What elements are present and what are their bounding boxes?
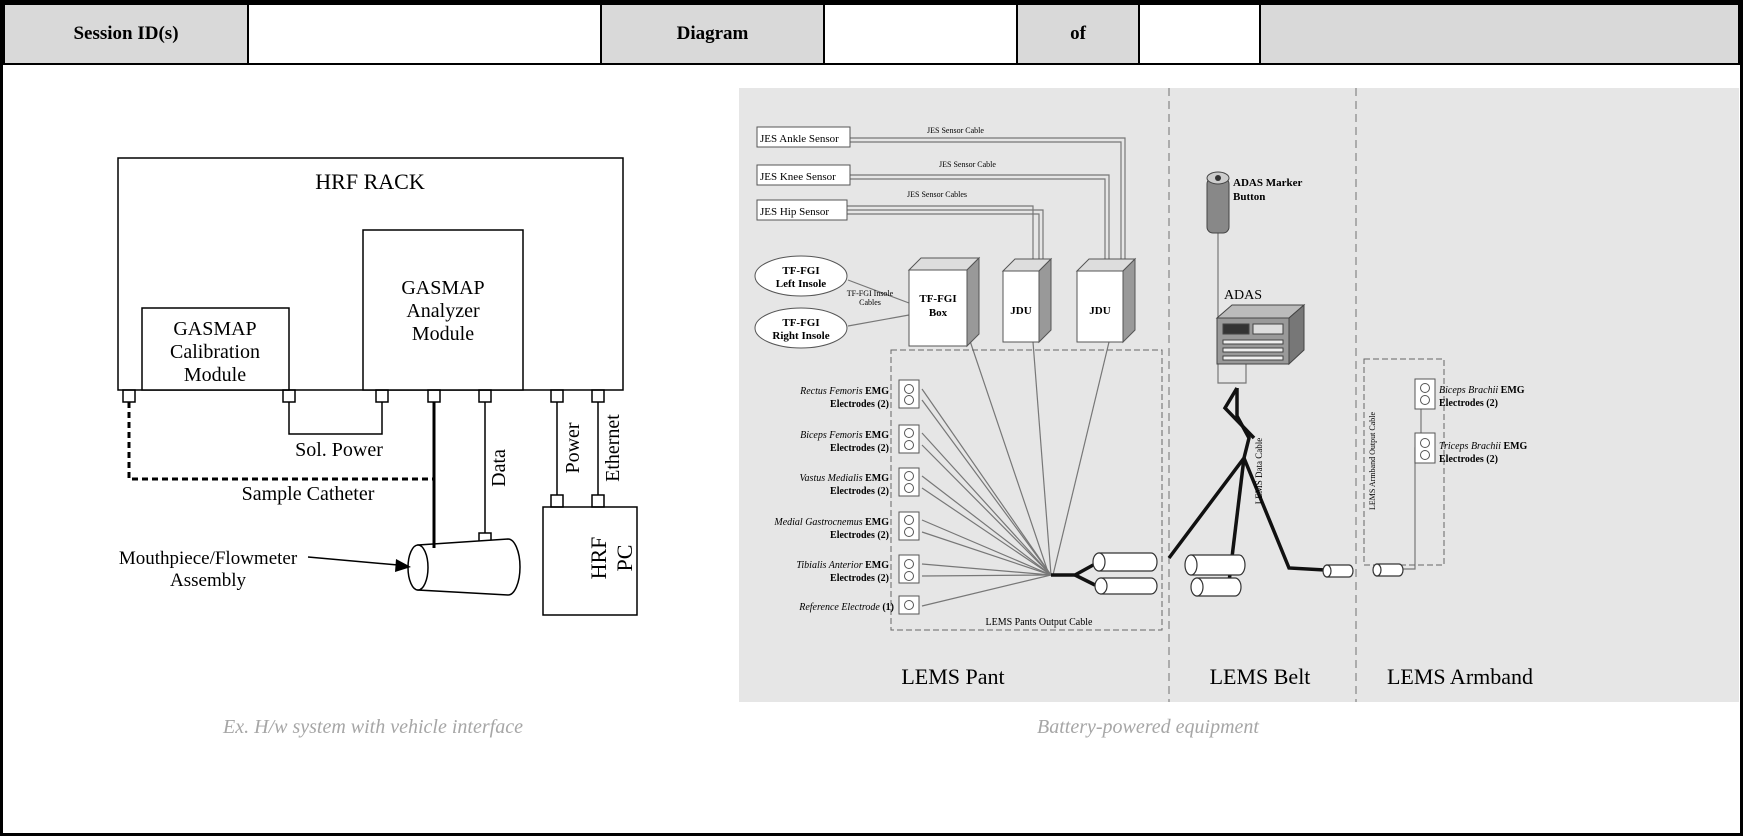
tf-fgi-box-label-2: Box <box>929 307 948 319</box>
emg-pant-suffix-5: EMG <box>865 560 889 571</box>
jes-cable-label-2: JES Sensor Cable <box>939 160 996 169</box>
hrf-pc-box <box>542 506 638 616</box>
of-label: of <box>1016 3 1140 65</box>
emg-pant-muscle-1: Rectus Femoris <box>799 386 863 397</box>
mouthpiece-label-2: Assembly <box>170 570 247 591</box>
section-title-armband: LEMS Armband <box>1387 664 1533 689</box>
svg-text:Rectus Femoris EMG: Rectus Femoris EMG <box>799 386 889 397</box>
insole-cables-label-2: Cables <box>859 298 881 307</box>
emg-pant-suffix-3: EMG <box>865 473 889 484</box>
pants-output-cable-label: LEMS Pants Output Cable <box>986 617 1094 628</box>
header-extra-cell <box>1259 3 1740 65</box>
left-insole-label-2: Left Insole <box>776 278 827 290</box>
insole-cables-label-1: TF-FGI Insole <box>847 289 894 298</box>
sol-power-label: Sol. Power <box>295 439 383 461</box>
emg-arm-line2-1: Electrodes (2) <box>1439 398 1498 409</box>
section-title-pant: LEMS Pant <box>901 664 1004 689</box>
mouthpiece-label-1: Mouthpiece/Flowmeter <box>119 548 298 569</box>
calibration-module-box <box>141 307 290 391</box>
emg-pant-muscle-5: Tibialis Anterior <box>796 560 862 571</box>
analyzer-module-box <box>362 229 524 391</box>
jes-cable-label-3: JES Sensor Cables <box>907 190 967 199</box>
ethernet-cable-label: Ethernet <box>602 414 624 482</box>
calibration-line-2: Calibration <box>170 341 260 363</box>
jes-knee-sensor-label: JES Knee Sensor <box>760 171 836 183</box>
header-table: Session ID(s) Diagram of <box>3 3 1740 65</box>
hrf-rack-label: HRF RACK <box>315 169 425 194</box>
jdu-box-1 <box>1002 270 1040 343</box>
emg-pant-line2-1: Electrodes (2) <box>830 399 889 410</box>
analyzer-line-2: Analyzer <box>406 300 480 322</box>
jdu-label-1: JDU <box>1010 305 1031 317</box>
session-id-field[interactable] <box>247 3 602 65</box>
emg-pant-suffix-1: EMG <box>865 386 889 397</box>
svg-text:Triceps Brachii EMG: Triceps Brachii EMG <box>1439 441 1528 452</box>
left-insole-label-1: TF-FGI <box>782 265 819 277</box>
calibration-line-1: GASMAP <box>173 318 256 340</box>
diagram-number-field[interactable] <box>823 3 1018 65</box>
emg-pant-suffix-2: EMG <box>865 430 889 441</box>
hrf-rack-diagram: HRF RACK GASMAP Analyzer Module GASMAP C… <box>117 157 638 616</box>
jdu-label-2: JDU <box>1089 305 1110 317</box>
analyzer-line-1: GASMAP <box>401 277 484 299</box>
emg-arm-suffix-1: EMG <box>1501 385 1525 396</box>
right-caption: Battery-powered equipment <box>1037 716 1259 738</box>
section-title-belt: LEMS Belt <box>1210 664 1311 689</box>
tf-fgi-box <box>908 269 968 347</box>
svg-text:Biceps Brachii EMG: Biceps Brachii EMG <box>1439 385 1525 396</box>
emg-pant-line2-2: Electrodes (2) <box>830 443 889 454</box>
emg-arm-line2-2: Electrodes (2) <box>1439 454 1498 465</box>
adas-marker-label-2: Button <box>1233 191 1265 203</box>
emg-arm-suffix-2: EMG <box>1503 441 1527 452</box>
diagram-total-field[interactable] <box>1138 3 1261 65</box>
hrf-pc-label-2: PC <box>612 545 637 572</box>
hrf-pc-label-1: HRF <box>586 537 611 580</box>
sample-catheter-label: Sample Catheter <box>242 483 375 505</box>
emg-pant-muscle-3: Vastus Medialis <box>800 473 863 484</box>
emg-arm-muscle-2: Triceps Brachii <box>1439 441 1501 452</box>
emg-pant-line2-5: Electrodes (2) <box>830 573 889 584</box>
adas-marker-label-1: ADAS Marker <box>1233 177 1302 189</box>
left-insole <box>754 255 848 297</box>
tf-fgi-box-label-1: TF-FGI <box>919 293 956 305</box>
diagram-label: Diagram <box>600 3 825 65</box>
analyzer-line-3: Module <box>412 323 474 345</box>
svg-text:Tibialis Anterior EMG: Tibialis Anterior EMG <box>796 560 889 571</box>
right-insole-label-1: TF-FGI <box>782 317 819 329</box>
emg-pant-muscle-4: Medial Gastrocnemus <box>773 517 862 528</box>
emg-pant-line2-3: Electrodes (2) <box>830 486 889 497</box>
svg-text:Medial Gastrocnemus EMG: Medial Gastrocnemus EMG <box>773 517 889 528</box>
emg-arm-muscle-1: Biceps Brachii <box>1439 385 1498 396</box>
data-cable-label: Data <box>488 449 510 487</box>
lems-diagram: JES Ankle Sensor JES Knee Sensor JES Hip… <box>739 88 1739 702</box>
emg-pant-line2-4: Electrodes (2) <box>830 530 889 541</box>
lems-data-cable-label: LEMS Data Cable <box>1254 438 1264 505</box>
right-insole <box>754 307 848 349</box>
reference-electrode-count: (1) <box>882 602 894 613</box>
jes-cable-label-1: JES Sensor Cable <box>927 126 984 135</box>
reference-electrode-label: Reference Electrode <box>798 602 880 613</box>
jes-knee-sensor-box <box>756 164 851 186</box>
adas-marker-button <box>1206 177 1230 234</box>
armband-output-cable-label: LEMS Armband Output Cable <box>1368 412 1377 510</box>
power-cable-label: Power <box>562 422 584 473</box>
svg-text:Biceps Femoris EMG: Biceps Femoris EMG <box>800 430 889 441</box>
jes-ankle-sensor-box <box>756 126 851 148</box>
emg-pant-muscle-2: Biceps Femoris <box>800 430 863 441</box>
jes-hip-sensor-label: JES Hip Sensor <box>760 206 829 218</box>
jes-hip-sensor-box <box>756 199 848 221</box>
svg-text:Reference Electrode (1): Reference Electrode (1) <box>798 602 894 613</box>
calibration-line-3: Module <box>184 364 246 386</box>
session-id-label: Session ID(s) <box>3 3 249 65</box>
jdu-box-2 <box>1076 270 1124 343</box>
jes-ankle-sensor-label: JES Ankle Sensor <box>760 133 839 145</box>
left-caption: Ex. H/w system with vehicle interface <box>223 716 523 738</box>
right-insole-label-2: Right Insole <box>772 330 829 342</box>
svg-text:Vastus Medialis EMG: Vastus Medialis EMG <box>800 473 890 484</box>
adas-label: ADAS <box>1224 288 1262 303</box>
emg-pant-suffix-4: EMG <box>865 517 889 528</box>
